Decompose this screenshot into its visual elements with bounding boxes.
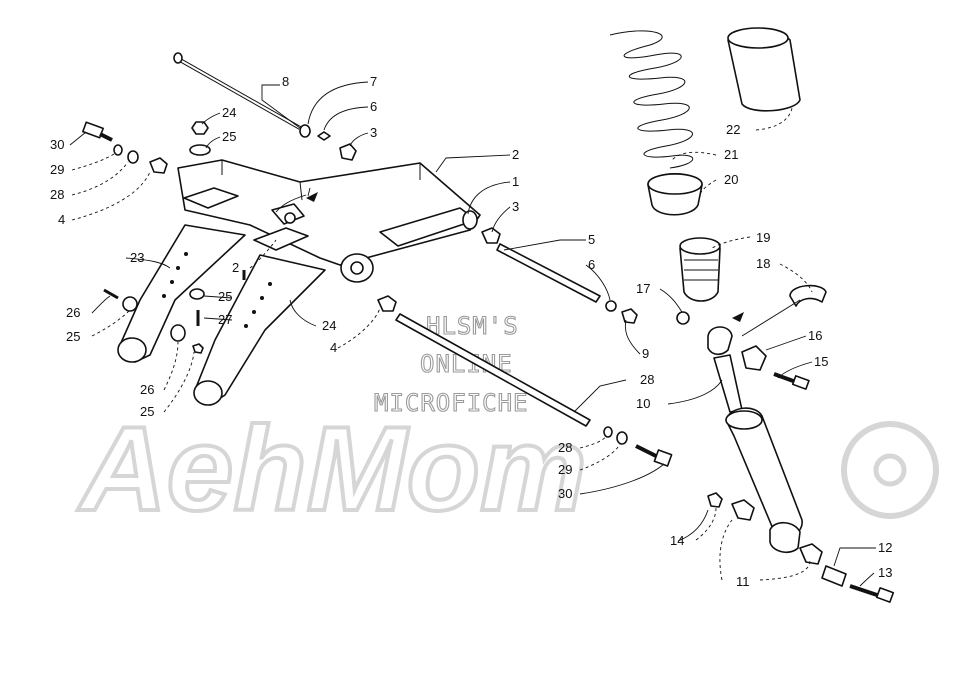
callout-28b: 28 bbox=[558, 440, 572, 455]
callout-26: 26 bbox=[66, 305, 80, 320]
callout-6b: 6 bbox=[588, 257, 595, 272]
watermark-logo: AehMom bbox=[75, 400, 939, 538]
bolt-long bbox=[173, 52, 301, 130]
callout-5: 5 bbox=[588, 232, 595, 247]
watermark-logo-text: AehMom bbox=[77, 402, 587, 536]
bump-stop bbox=[679, 237, 721, 302]
callout-20: 20 bbox=[724, 172, 738, 187]
callout-30: 30 bbox=[50, 137, 64, 152]
spring-cover bbox=[727, 27, 801, 112]
callout-11: 11 bbox=[736, 574, 750, 589]
callout-27: 28 bbox=[640, 372, 654, 387]
shock-top-hardware bbox=[676, 311, 810, 390]
callout-10: 10 bbox=[636, 396, 650, 411]
callout-28: 28 bbox=[50, 187, 64, 202]
callout-13: 13 bbox=[878, 565, 892, 580]
callout-24b: 25 bbox=[140, 404, 154, 419]
callout-25: 25 bbox=[222, 129, 236, 144]
callout-8: 8 bbox=[282, 74, 289, 89]
callout-3b: 3 bbox=[512, 199, 519, 214]
bracket-hardware bbox=[103, 270, 246, 354]
callout-2b: 2 bbox=[232, 260, 239, 275]
nut-washer-top bbox=[189, 121, 211, 156]
callout-30b: 30 bbox=[558, 486, 572, 501]
callout-12: 12 bbox=[878, 540, 892, 555]
callout-23b: 24 bbox=[322, 318, 336, 333]
callout-26b: 27 bbox=[218, 312, 232, 327]
callout-25d: 26 bbox=[140, 382, 154, 397]
callout-4b: 4 bbox=[330, 340, 337, 355]
callout-18: 18 bbox=[756, 256, 770, 271]
watermark-text: HLSM'S ONLINE MICROFICHE bbox=[373, 311, 529, 417]
callout-25c: 25 bbox=[66, 329, 80, 344]
callout-17: 17 bbox=[636, 281, 650, 296]
callout-21: 21 bbox=[724, 147, 738, 162]
callout-25b: 25 bbox=[218, 289, 232, 304]
swing-arm bbox=[177, 159, 481, 283]
watermark-line-3: MICROFICHE bbox=[374, 389, 529, 417]
callout-16: 16 bbox=[808, 328, 822, 343]
bolt-30-left bbox=[82, 121, 168, 174]
shock-absorber bbox=[707, 354, 895, 603]
spring-retainer bbox=[647, 173, 703, 216]
callout-19: 19 bbox=[756, 230, 770, 245]
spring bbox=[609, 30, 694, 169]
callout-29b: 29 bbox=[558, 462, 572, 477]
callouts: 8 7 6 3 24 25 30 29 28 4 2 1 3 5 6 9 2 2… bbox=[50, 74, 892, 589]
shaft-27 bbox=[377, 295, 673, 467]
watermark-line-1: HLSM'S bbox=[426, 312, 519, 340]
leader-lines bbox=[69, 81, 876, 587]
direction-arrows bbox=[306, 192, 744, 322]
rail-bracket-right bbox=[193, 254, 326, 406]
callout-1: 1 bbox=[512, 174, 519, 189]
callout-7: 7 bbox=[370, 74, 377, 89]
callout-2: 2 bbox=[512, 147, 519, 162]
callout-6: 6 bbox=[370, 99, 377, 114]
callout-29: 29 bbox=[50, 162, 64, 177]
callout-23: 23 bbox=[130, 250, 144, 265]
bushing-3-top bbox=[299, 124, 357, 161]
callout-3: 3 bbox=[370, 125, 377, 140]
callout-4: 4 bbox=[58, 212, 65, 227]
callout-15: 15 bbox=[814, 354, 828, 369]
shaft-5 bbox=[481, 227, 638, 324]
callout-14: 14 bbox=[670, 533, 684, 548]
callout-22: 22 bbox=[726, 122, 740, 137]
callout-24: 24 bbox=[222, 105, 236, 120]
callout-9: 9 bbox=[642, 346, 649, 361]
